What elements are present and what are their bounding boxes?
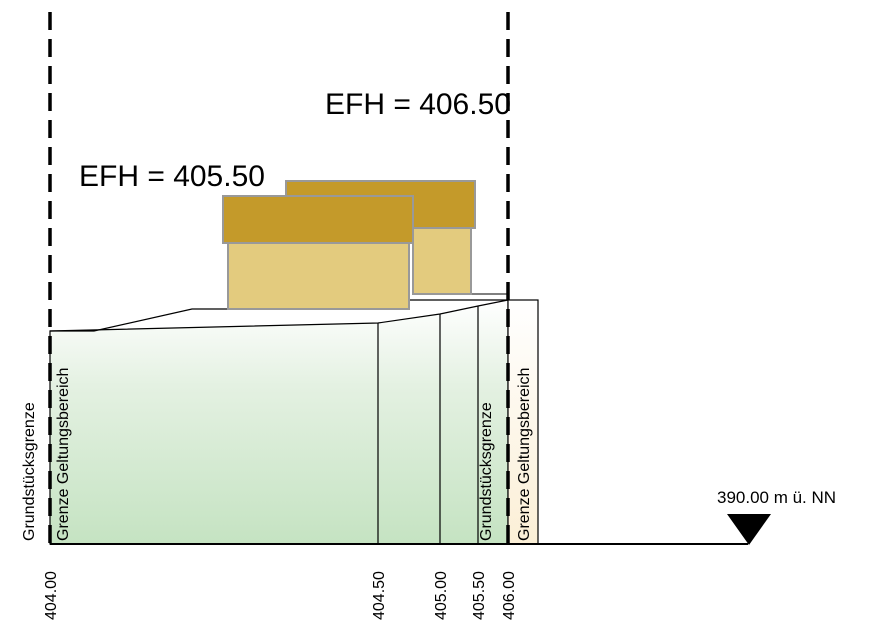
efh-label-front: EFH = 405.50 <box>79 160 265 193</box>
reference-level-label: 390.00 m ü. NN <box>717 488 836 507</box>
label-right-property-boundary: Grundstücksgrenze <box>478 402 495 541</box>
tick-label-404-00: 404.00 <box>43 571 60 620</box>
tick-label-405-00: 405.00 <box>433 571 450 620</box>
efh-label-rear: EFH = 406.50 <box>325 88 511 121</box>
tick-label-405-50: 405.50 <box>471 571 488 620</box>
tick-label-406-00: 406.00 <box>501 571 518 620</box>
label-right-scope-boundary: Grenze Geltungsbereich <box>516 368 533 541</box>
label-left-scope-boundary: Grenze Geltungsbereich <box>55 368 72 541</box>
reference-level-marker <box>727 514 771 545</box>
house-front <box>222 195 414 310</box>
scope-strip <box>507 299 539 545</box>
ground-surface-line <box>50 308 228 332</box>
terrain-section <box>49 299 509 545</box>
house-rear-wall <box>412 227 472 295</box>
house-front-wall <box>227 242 410 310</box>
label-left-property-boundary: Grundstücksgrenze <box>21 402 38 541</box>
house-front-roof <box>222 195 414 244</box>
tick-label-404-50: 404.50 <box>371 571 388 620</box>
